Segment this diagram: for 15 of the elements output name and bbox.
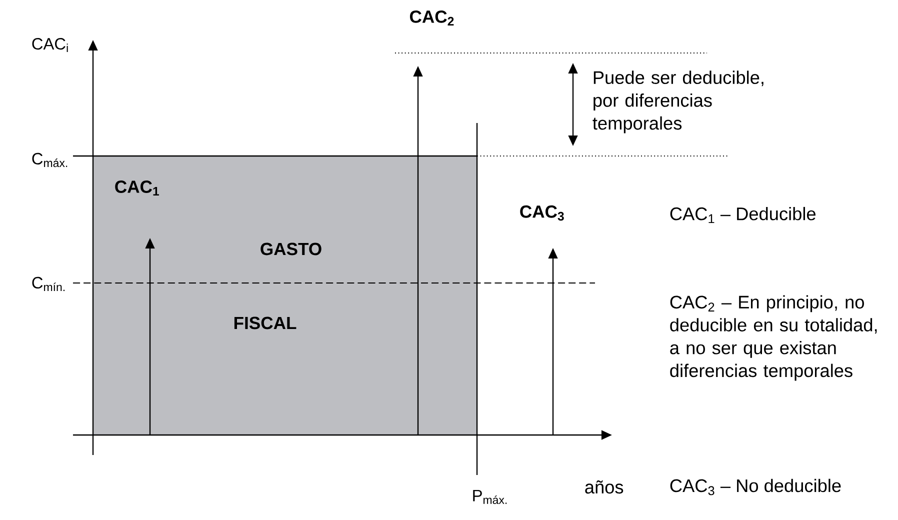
text-label: años xyxy=(585,480,624,494)
text-label: CAC$_{1}$ xyxy=(115,180,159,196)
text-label: CAC$_{2}$ – En principio, no deducible en su totalidad, a no ser que existan diferencias temporales xyxy=(670,295,877,381)
text-label: Puede ser deducible, por diferencias temporales xyxy=(592,70,764,134)
region-label: GASTO xyxy=(260,242,322,256)
text-label: CAC$_{2}$ xyxy=(410,10,454,26)
text-label: CAC$_{1}$ – Deducible xyxy=(670,206,816,224)
region-label: FISCAL xyxy=(234,316,296,330)
text-label: CAC$_{3}$ – No deducible xyxy=(670,478,841,496)
text-label: C$_{máx.}$ xyxy=(32,152,68,168)
text-label: P$_{máx.}$ xyxy=(473,490,507,504)
shaded-region xyxy=(93,156,477,435)
text-label: CAC$_{i}$ xyxy=(32,38,68,52)
text-label: C$_{mín.}$ xyxy=(32,276,65,292)
text-label: CAC$_{3}$ xyxy=(520,205,564,221)
